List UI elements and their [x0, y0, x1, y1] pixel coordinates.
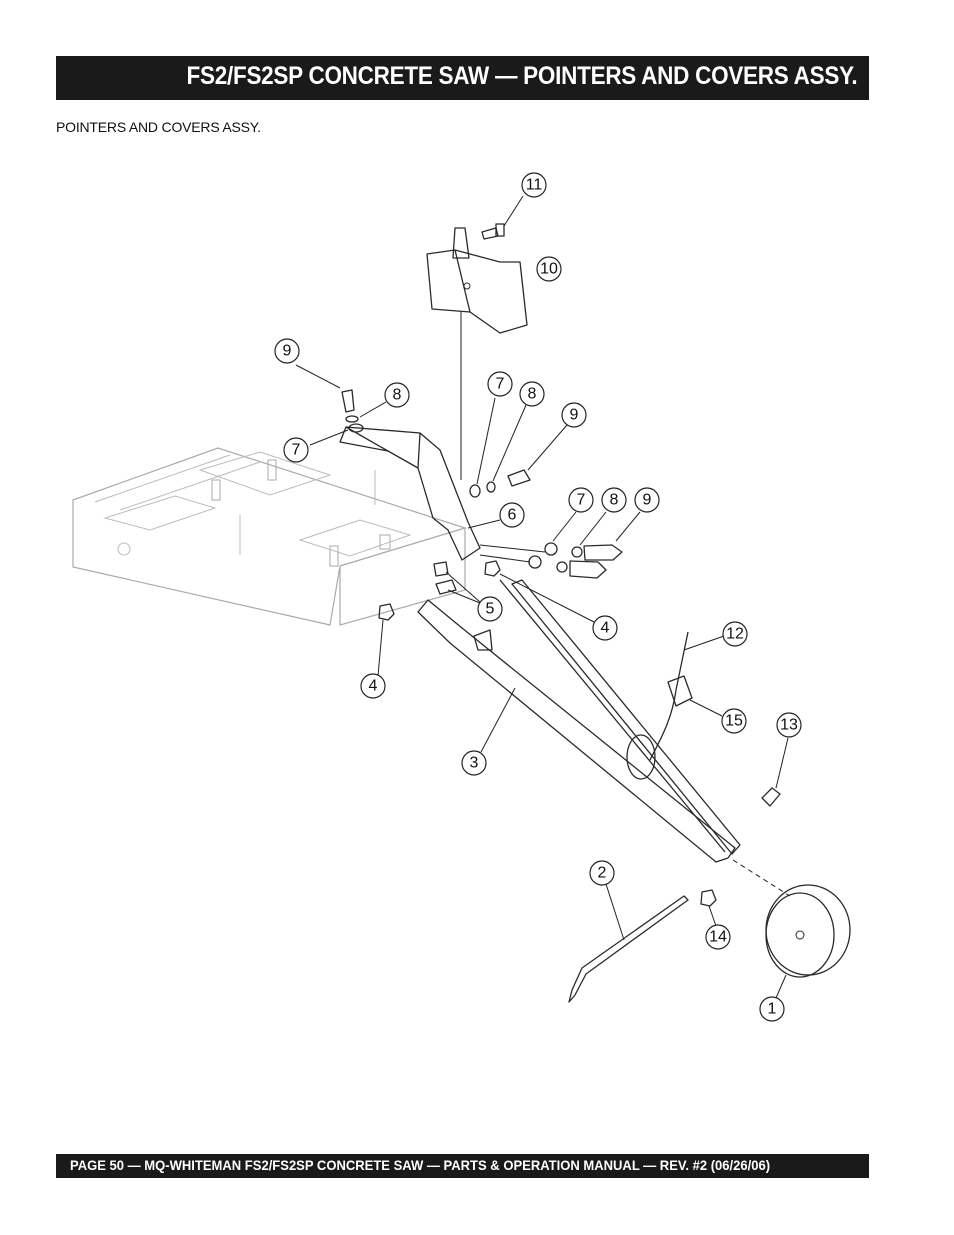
callout-1: 1 [759, 996, 785, 1022]
callout-12: 12 [722, 621, 748, 647]
callout-4: 4 [360, 673, 386, 699]
callout-7: 7 [283, 437, 309, 463]
svg-text:7: 7 [577, 492, 586, 509]
svg-text:1: 1 [768, 1001, 777, 1018]
svg-text:4: 4 [601, 620, 610, 637]
callout-5: 5 [477, 596, 503, 622]
svg-text:9: 9 [570, 407, 579, 424]
callout-13: 13 [776, 712, 802, 738]
svg-text:12: 12 [726, 626, 744, 643]
clip-part-15 [649, 631, 725, 761]
callout-8: 8 [519, 381, 545, 407]
svg-text:5: 5 [486, 601, 495, 618]
svg-text:4: 4 [369, 678, 378, 695]
nut-part-14 [700, 859, 791, 927]
svg-text:2: 2 [598, 865, 607, 882]
svg-text:3: 3 [470, 755, 479, 772]
svg-text:9: 9 [283, 343, 292, 360]
callout-2: 2 [589, 860, 615, 886]
callout-3: 3 [461, 750, 487, 776]
callout-9: 9 [274, 338, 300, 364]
svg-text:7: 7 [292, 442, 301, 459]
screw-part-11 [481, 195, 524, 240]
page-footer: PAGE 50 — MQ-WHITEMAN FS2/FS2SP CONCRETE… [70, 1157, 771, 1173]
svg-text:9: 9 [643, 492, 652, 509]
pointer-arm-part-3 [417, 579, 741, 863]
pointer-rod-part-2 [568, 883, 689, 1003]
cover-part-10 [426, 227, 528, 480]
callout-11: 11 [521, 172, 547, 198]
svg-text:8: 8 [393, 387, 402, 404]
svg-text:6: 6 [508, 507, 517, 524]
section-caption: POINTERS AND COVERS ASSY. [56, 119, 261, 135]
callout-15: 15 [721, 708, 747, 734]
callout-7: 7 [568, 487, 594, 513]
callout-10: 10 [536, 256, 562, 282]
svg-text:8: 8 [610, 492, 619, 509]
svg-text:13: 13 [780, 717, 798, 734]
page-footer-bar: PAGE 50 — MQ-WHITEMAN FS2/FS2SP CONCRETE… [56, 1154, 869, 1178]
callout-8: 8 [601, 487, 627, 513]
svg-text:15: 15 [725, 713, 743, 730]
hardware-top-left [295, 364, 387, 446]
wheel-part-1 [765, 884, 851, 999]
svg-text:8: 8 [528, 386, 537, 403]
callout-14: 14 [705, 924, 731, 950]
svg-text:7: 7 [496, 376, 505, 393]
hardware-right [479, 511, 641, 579]
callout-9: 9 [634, 487, 660, 513]
callout-6: 6 [499, 502, 525, 528]
page-title-bar: FS2/FS2SP CONCRETE SAW — POINTERS AND CO… [56, 56, 869, 100]
svg-text:10: 10 [540, 261, 558, 278]
page-title: FS2/FS2SP CONCRETE SAW — POINTERS AND CO… [186, 62, 857, 90]
svg-text:14: 14 [709, 929, 727, 946]
callout-9: 9 [561, 402, 587, 428]
svg-text:11: 11 [526, 177, 543, 194]
callout-4: 4 [592, 615, 618, 641]
hardware-top-right [469, 397, 568, 498]
callout-8: 8 [384, 382, 410, 408]
callout-7: 7 [487, 371, 513, 397]
bolt-part-13 [761, 737, 789, 807]
saw-frame-illustration [72, 447, 468, 626]
